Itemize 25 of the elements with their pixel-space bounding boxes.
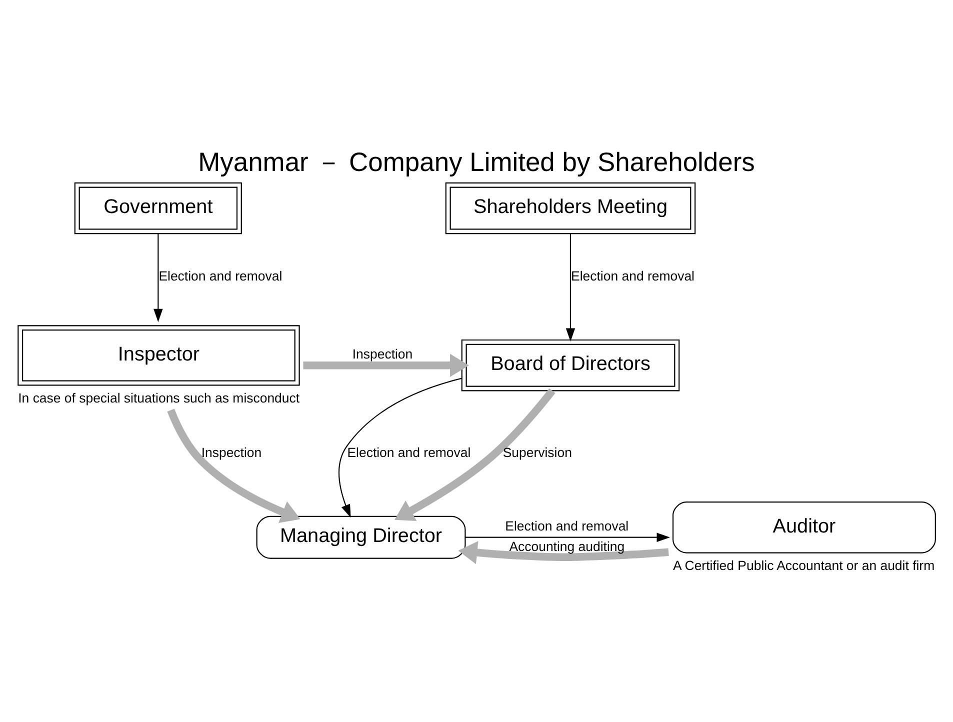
node-box: Shareholders Meeting [445,182,696,234]
node-box: Board of Directors [461,338,680,391]
node-box: Managing Director [256,515,466,558]
arrow [338,377,462,518]
arrow [394,388,556,520]
edge-label: Election and removal [571,268,695,284]
edge-label: Inspection [201,444,262,460]
arrow [167,408,300,522]
arrow [566,233,576,341]
node-label: In case of special situations such as misconduct [18,390,300,405]
node-box: Auditor [672,501,936,553]
diagram-title: Myanmar － Company Limited by Shareholders [198,146,755,176]
arrow [303,353,469,376]
edge-label: Election and removal [505,518,629,533]
edge-label: Election and removal [347,444,471,460]
node-label: A Certified Public Accountant or an audit firm [673,557,935,572]
edge-label: Inspection [352,346,413,361]
arrow [458,540,669,564]
edge-label: Election and removal [158,268,282,284]
node-box: Government [74,182,242,234]
edge-label: Supervision [502,444,572,460]
arrow [465,532,670,542]
node-box: Inspector [18,324,300,386]
edge-label: Accounting auditing [509,538,625,554]
arrow [154,233,163,322]
